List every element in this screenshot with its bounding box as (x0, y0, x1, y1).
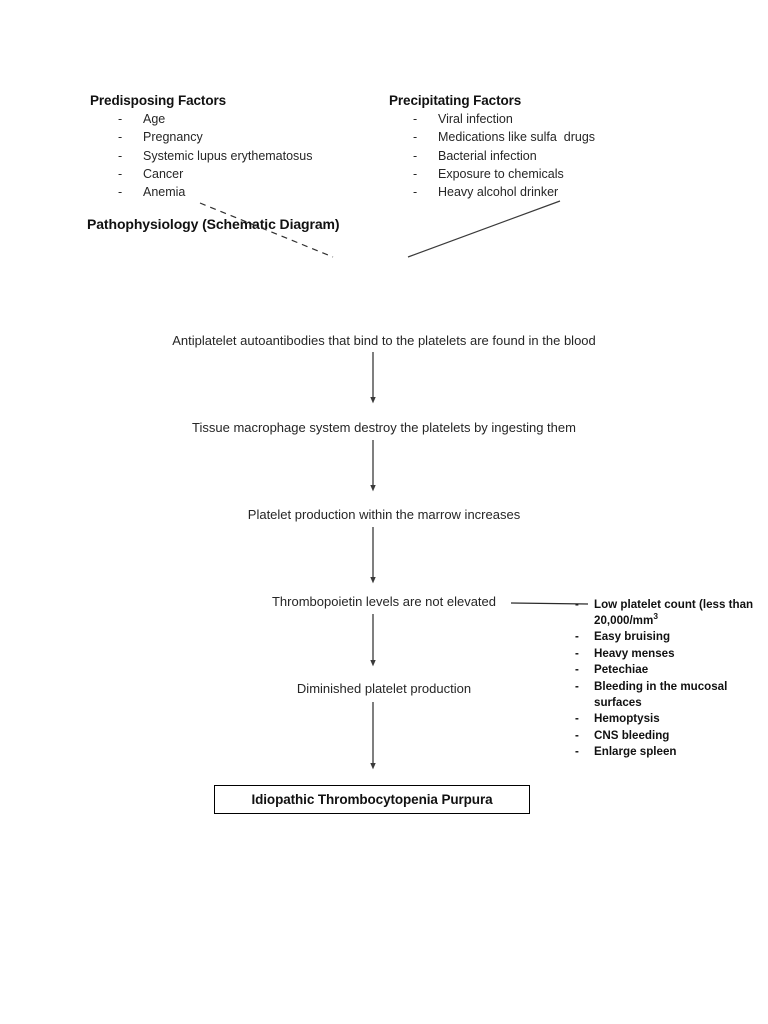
list-item-label: Bacterial infection (438, 148, 537, 163)
list-item-label: Pregnancy (143, 130, 203, 145)
list-item-label: Anemia (143, 185, 186, 200)
flow-step-3: Platelet production within the marrow in… (247, 507, 521, 522)
list-item-label: Systemic lupus erythematosus (143, 148, 313, 163)
bullet-dash: - (575, 745, 579, 759)
list-item-label: Heavy menses (594, 646, 675, 660)
list-item-label: Exposure to chemicals (438, 166, 564, 181)
flow-step-1: Antiplatelet autoantibodies that bind to… (172, 333, 596, 348)
bullet-dash: - (413, 185, 418, 200)
list-item-label: Viral infection (438, 112, 513, 126)
precipitating-diagonal-connector (407, 200, 561, 258)
symptoms-list: - Low platelet count (less than 20,000/mm… (574, 597, 754, 761)
bullet-dash: - (575, 712, 579, 726)
bullet-dash: - (413, 166, 418, 181)
bullet-dash: - (575, 663, 579, 677)
bullet-dash: - (118, 112, 123, 126)
list-item-label: Easy bruising (594, 630, 671, 644)
list-item-label: Enlarge spleen (594, 745, 677, 759)
list-item-label: Low platelet count (less than 20,000/mm3 (594, 598, 754, 627)
list-item-label: Petechiae (594, 663, 649, 677)
bullet-dash: - (118, 130, 123, 145)
flow-step-4: Thrombopoietin levels are not elevated (271, 594, 497, 609)
list-item: - CNS bleeding (574, 728, 754, 744)
list-item: - Enlarge spleen (574, 744, 754, 760)
bullet-dash: - (413, 112, 418, 126)
outcome-box: Idiopathic Thrombocytopenia Purpura (214, 785, 530, 814)
superscript: 3 (653, 610, 658, 621)
bullet-dash: - (575, 630, 579, 644)
bullet-dash: - (413, 130, 418, 145)
list-item: - Bleeding in the mucosal surfaces (574, 679, 754, 710)
list-item: - Hemoptysis (574, 711, 754, 727)
list-item: - Petechiae (574, 662, 754, 678)
bullet-dash: - (575, 679, 579, 693)
bullet-dash: - (118, 185, 123, 200)
bullet-dash: - (575, 646, 579, 660)
list-item-label: Cancer (143, 166, 184, 181)
predisposing-factors-heading: Predisposing Factors (90, 93, 227, 108)
bullet-dash: - (575, 728, 579, 742)
outcome-label: Idiopathic Thrombocytopenia Purpura (251, 792, 493, 807)
bullet-dash: - (575, 598, 579, 611)
list-item-label: Age (143, 112, 166, 126)
precipitating-factors-heading: Precipitating Factors (389, 93, 522, 108)
list-item-label: CNS bleeding (594, 728, 670, 742)
list-item-label: Bleeding in the mucosal surfaces (594, 679, 728, 709)
page-title: Pathophysiology (Schematic Diagram) (87, 216, 340, 232)
list-item-label: Medications like sulfa drugs (438, 130, 596, 145)
list-item-label: Heavy alcohol drinker (438, 185, 559, 200)
bullet-dash: - (413, 148, 418, 163)
bullet-dash: - (118, 148, 123, 163)
list-item-label: Hemoptysis (594, 712, 660, 726)
flow-step-5: Diminished platelet production (296, 681, 472, 696)
list-item: - Low platelet count (less than 20,000/mm… (574, 597, 754, 628)
bullet-dash: - (118, 166, 123, 181)
list-item: - Easy bruising (574, 629, 754, 645)
flow-step-2: Tissue macrophage system destroy the pla… (192, 420, 576, 435)
list-item: - Heavy menses (574, 646, 754, 662)
